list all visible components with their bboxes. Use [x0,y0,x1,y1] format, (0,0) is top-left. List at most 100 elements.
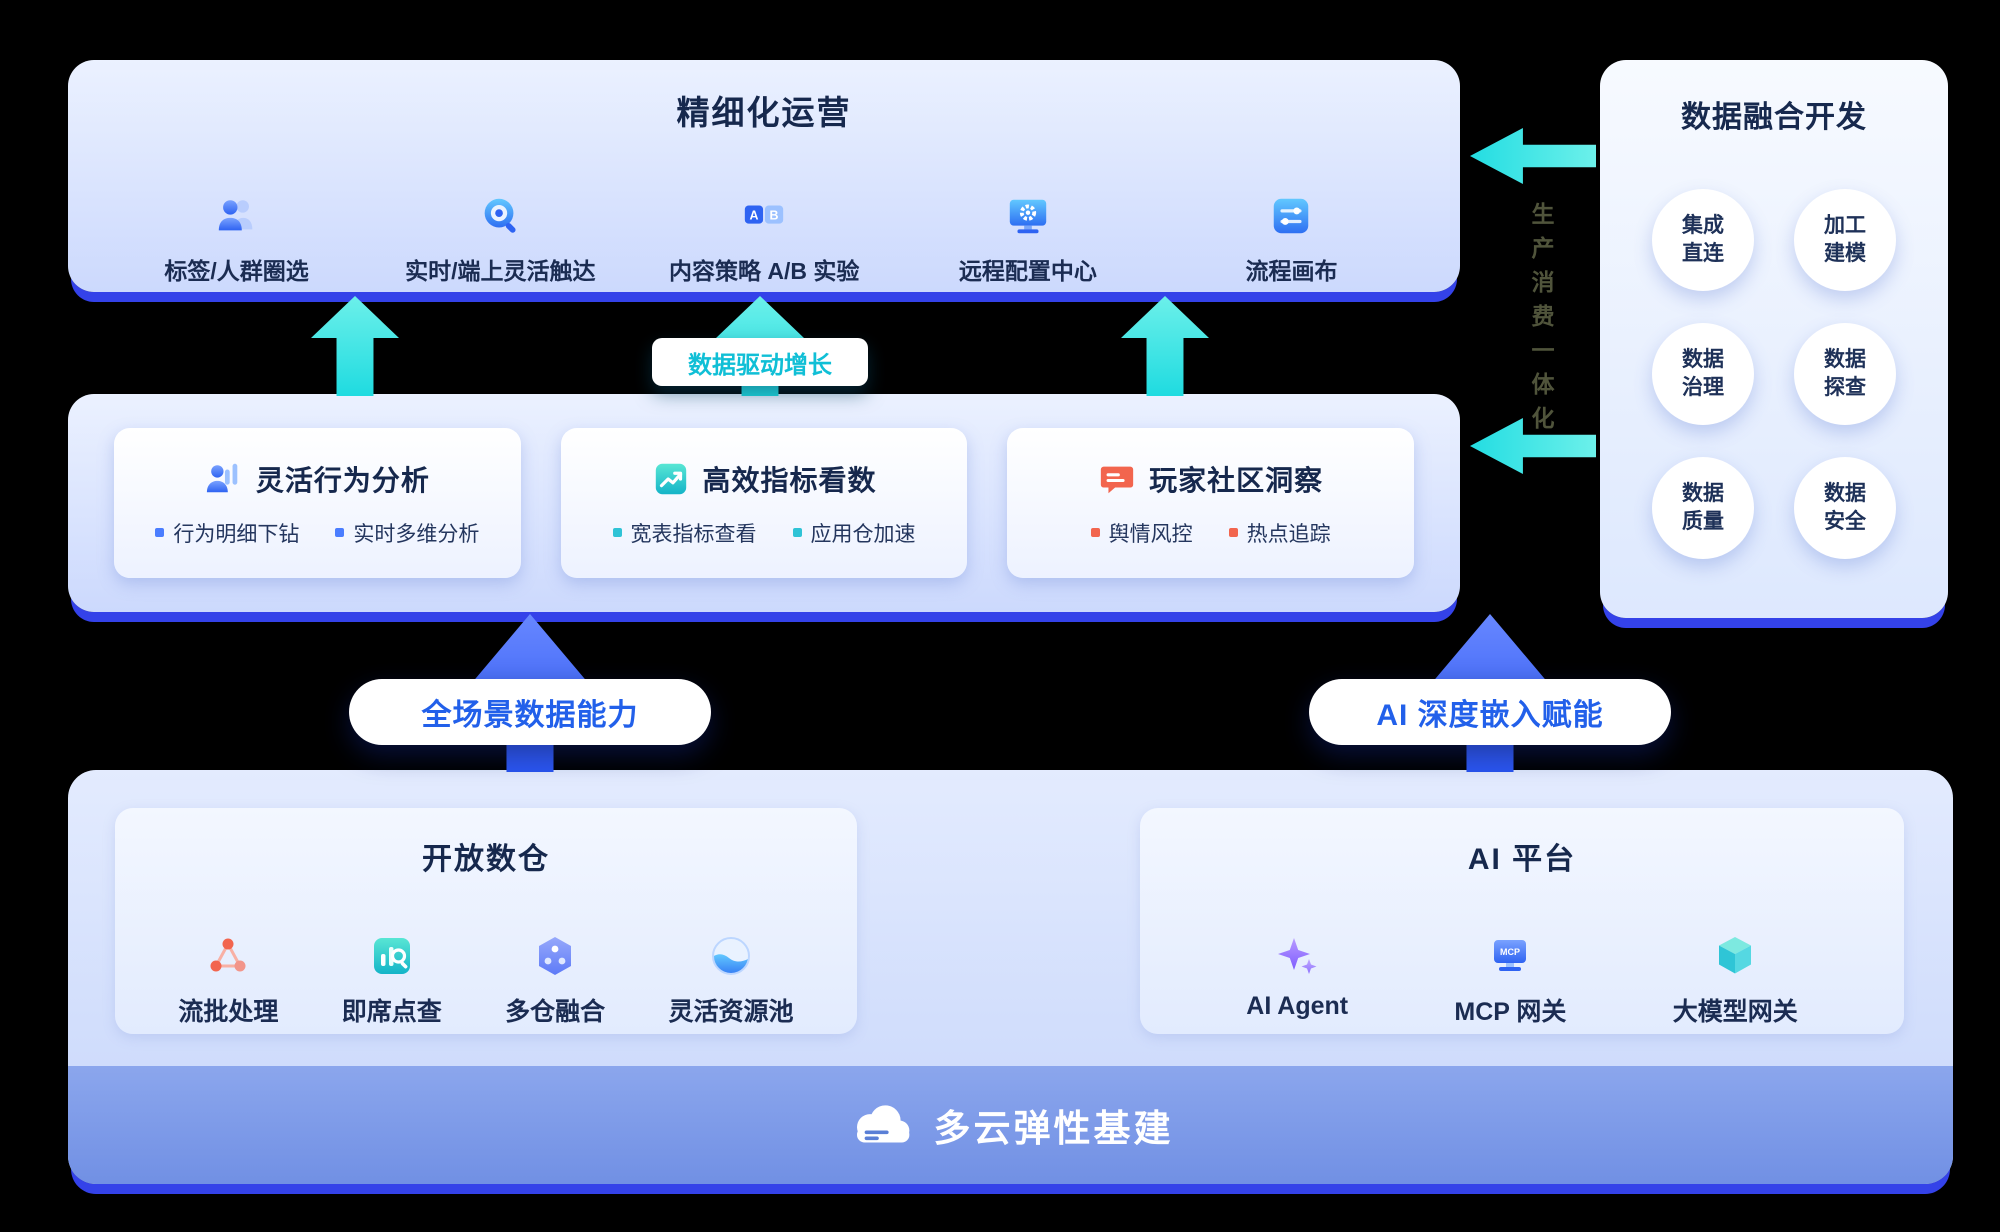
feature-label: 实时/端上灵活触达 [405,258,596,285]
fusion-bubble: 数据 质量 [1652,456,1754,559]
resource-pool-icon [707,932,755,980]
users-icon [214,193,260,239]
card-title: 高效指标看数 [702,464,877,496]
tag: 应用仓加速 [792,518,916,548]
stream-batch-icon [204,932,252,980]
ai-sparkle-icon [1273,932,1321,980]
up-arrow-icon [1121,296,1209,396]
tag-label: 行为明细下钻 [173,522,300,546]
item-label: 多仓融合 [505,998,606,1026]
analysis-panel: 灵活行为分析 行为明细下钻 实时多维分析 高效指标看数 宽表指标查看 应用仓加速 [68,394,1460,612]
data-fusion-panel: 数据融合开发 集成 直连 加工 建模 数据 治理 数据 探查 数据 质量 数据 … [1600,60,1948,618]
adhoc-query-icon [368,932,416,980]
feature-audience-select: 标签/人群圈选 [142,193,332,286]
ab-test-icon: A B [741,193,787,239]
ab-letter-a: A [750,209,759,223]
item-label: MCP 网关 [1454,998,1567,1026]
feature-remote-config: 远程配置中心 [933,193,1123,286]
card-title: 玩家社区洞察 [1149,464,1324,496]
left-arrow-icon [1470,128,1596,184]
fusion-bubble: 加工 建模 [1794,188,1896,291]
fusion-bubble: 数据 治理 [1652,322,1754,425]
item-label: AI Agent [1246,992,1349,1020]
tag: 行为明细下钻 [155,518,299,548]
refined-operations-panel: 精细化运营 标签/人群圈选 实时 [68,60,1460,292]
card-title-row: 玩家社区洞察 [1098,459,1323,499]
card-title-row: 灵活行为分析 [205,459,430,499]
card-behavior-analysis: 灵活行为分析 行为明细下钻 实时多维分析 [114,428,521,578]
flow-canvas-icon [1268,193,1314,239]
produce-consume-label: 生产消费一体化 [1528,202,1554,440]
bullet-icon [1090,528,1100,537]
tag-label: 宽表指标查看 [630,522,757,546]
llm-gateway-icon [1711,932,1759,980]
card-title-row: 高效指标看数 [652,459,877,499]
bullet-icon [335,528,345,537]
tag-label: 舆情风控 [1108,522,1193,546]
feature-label: 流程画布 [1245,258,1338,285]
tag-label: 热点追踪 [1246,522,1331,546]
community-chat-icon [1098,460,1136,498]
card-tags: 舆情风控 热点追踪 [1090,518,1331,548]
item-adhoc-query: 即席点查 [342,932,442,1028]
up-arrow-icon [311,296,399,396]
mcp-gateway-icon: MCP [1486,932,1534,980]
fusion-bubble: 数据 安全 [1794,456,1896,559]
tag: 宽表指标查看 [612,518,757,548]
data-fusion-grid: 集成 直连 加工 建模 数据 治理 数据 探查 数据 质量 数据 安全 [1652,188,1896,559]
feature-ab-test: A B 内容策略 A/B 实验 [669,193,859,286]
card-community-insight: 玩家社区洞察 舆情风控 热点追踪 [1007,428,1415,578]
bullet-icon [1228,528,1238,537]
data-fusion-title: 数据融合开发 [1681,101,1867,134]
bullet-icon [612,528,622,537]
fusion-bubble: 数据 探查 [1794,322,1896,425]
ai-platform-panel: AI 平台 AI Agent MCP [1140,808,1904,1034]
feature-flow-canvas: 流程画布 [1196,193,1386,286]
multicloud-infra-bar: 多云弹性基建 [68,1066,1953,1184]
full-scene-pill: 全场景数据能力 [349,679,711,745]
refined-operations-items: 标签/人群圈选 实时/端上灵活触达 A B [68,193,1460,286]
item-resource-pool: 灵活资源池 [669,932,794,1028]
cloud-server-icon [848,1101,914,1149]
item-label: 大模型网关 [1672,998,1798,1026]
item-ai-agent: AI Agent [1246,932,1348,1028]
tag: 热点追踪 [1228,518,1331,548]
data-growth-pill: 数据驱动增长 [652,338,868,386]
open-warehouse-title: 开放数仓 [422,843,550,876]
feature-label: 标签/人群圈选 [164,258,309,285]
metrics-chart-icon [652,460,690,498]
base-infrastructure-panel: 开放数仓 流批处理 [68,770,1953,1184]
ai-embed-pill: AI 深度嵌入赋能 [1309,679,1671,745]
ab-letter-b: B [770,209,779,223]
ai-platform-title: AI 平台 [1467,843,1577,876]
reach-target-icon [477,193,523,239]
item-mcp-gateway: MCP MCP 网关 [1454,932,1566,1028]
tag-label: 实时多维分析 [353,522,480,546]
bullet-icon [155,528,165,537]
card-tags: 宽表指标查看 应用仓加速 [612,518,916,548]
multi-warehouse-icon [531,932,579,980]
open-warehouse-panel: 开放数仓 流批处理 [115,808,857,1034]
item-label: 灵活资源池 [668,998,794,1026]
ai-platform-items: AI Agent MCP MCP 网关 [1140,932,1904,1028]
mcp-letter: MCP [1500,947,1520,957]
card-title: 灵活行为分析 [255,464,430,496]
fusion-bubble: 集成 直连 [1652,188,1754,291]
card-tags: 行为明细下钻 实时多维分析 [155,518,479,548]
feature-label: 内容策略 A/B 实验 [668,258,860,285]
feature-realtime-reach: 实时/端上灵活触达 [405,193,595,286]
tag-label: 应用仓加速 [810,522,916,546]
multicloud-infra-label: 多云弹性基建 [933,1108,1174,1149]
warehouse-items: 流批处理 即席点查 [115,932,857,1028]
item-stream-batch: 流批处理 [178,932,278,1028]
item-llm-gateway: 大模型网关 [1673,932,1798,1028]
item-label: 流批处理 [178,998,279,1026]
remote-config-icon [1005,193,1051,239]
item-multi-warehouse: 多仓融合 [505,932,605,1028]
tag: 实时多维分析 [335,518,479,548]
item-label: 即席点查 [341,998,442,1026]
feature-label: 远程配置中心 [958,258,1097,285]
bullet-icon [792,528,802,537]
tag: 舆情风控 [1090,518,1193,548]
card-metrics-view: 高效指标看数 宽表指标查看 应用仓加速 [560,428,968,578]
